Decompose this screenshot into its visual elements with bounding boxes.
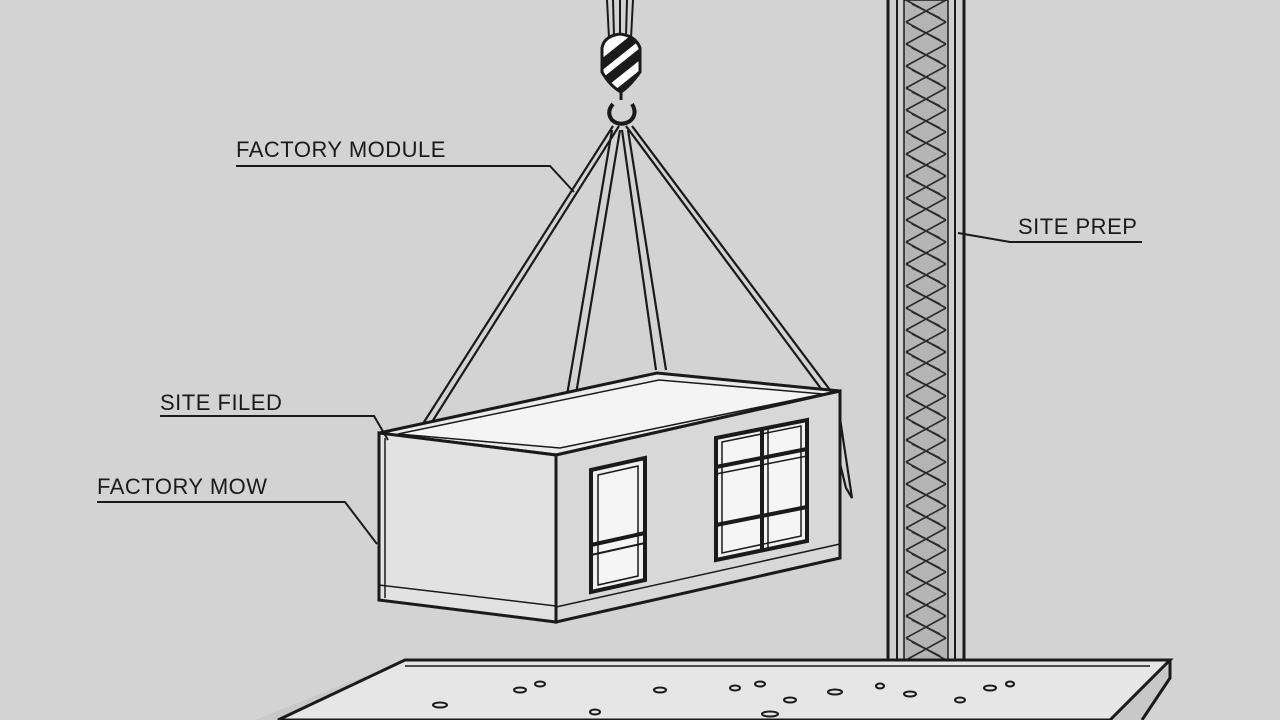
label-site-filed: SITE FILED [160, 390, 283, 415]
factory-module-box [377, 371, 842, 624]
foundation-slab [255, 658, 1174, 720]
slab-gravel-marks [432, 680, 1015, 718]
site-prep-leader [957, 232, 1142, 243]
module-window-right [714, 417, 809, 563]
label-factory-mow: FACTORY MOW [97, 474, 268, 499]
label-leader-lines [97, 165, 575, 545]
crane-cables [606, 0, 634, 39]
crane-mast-icon [886, 0, 966, 661]
crane-hook-icon [600, 32, 642, 126]
label-site-prep: SITE PREP [1018, 214, 1138, 239]
module-window-left [589, 455, 647, 595]
label-factory-module: FACTORY MODULE [236, 137, 446, 162]
